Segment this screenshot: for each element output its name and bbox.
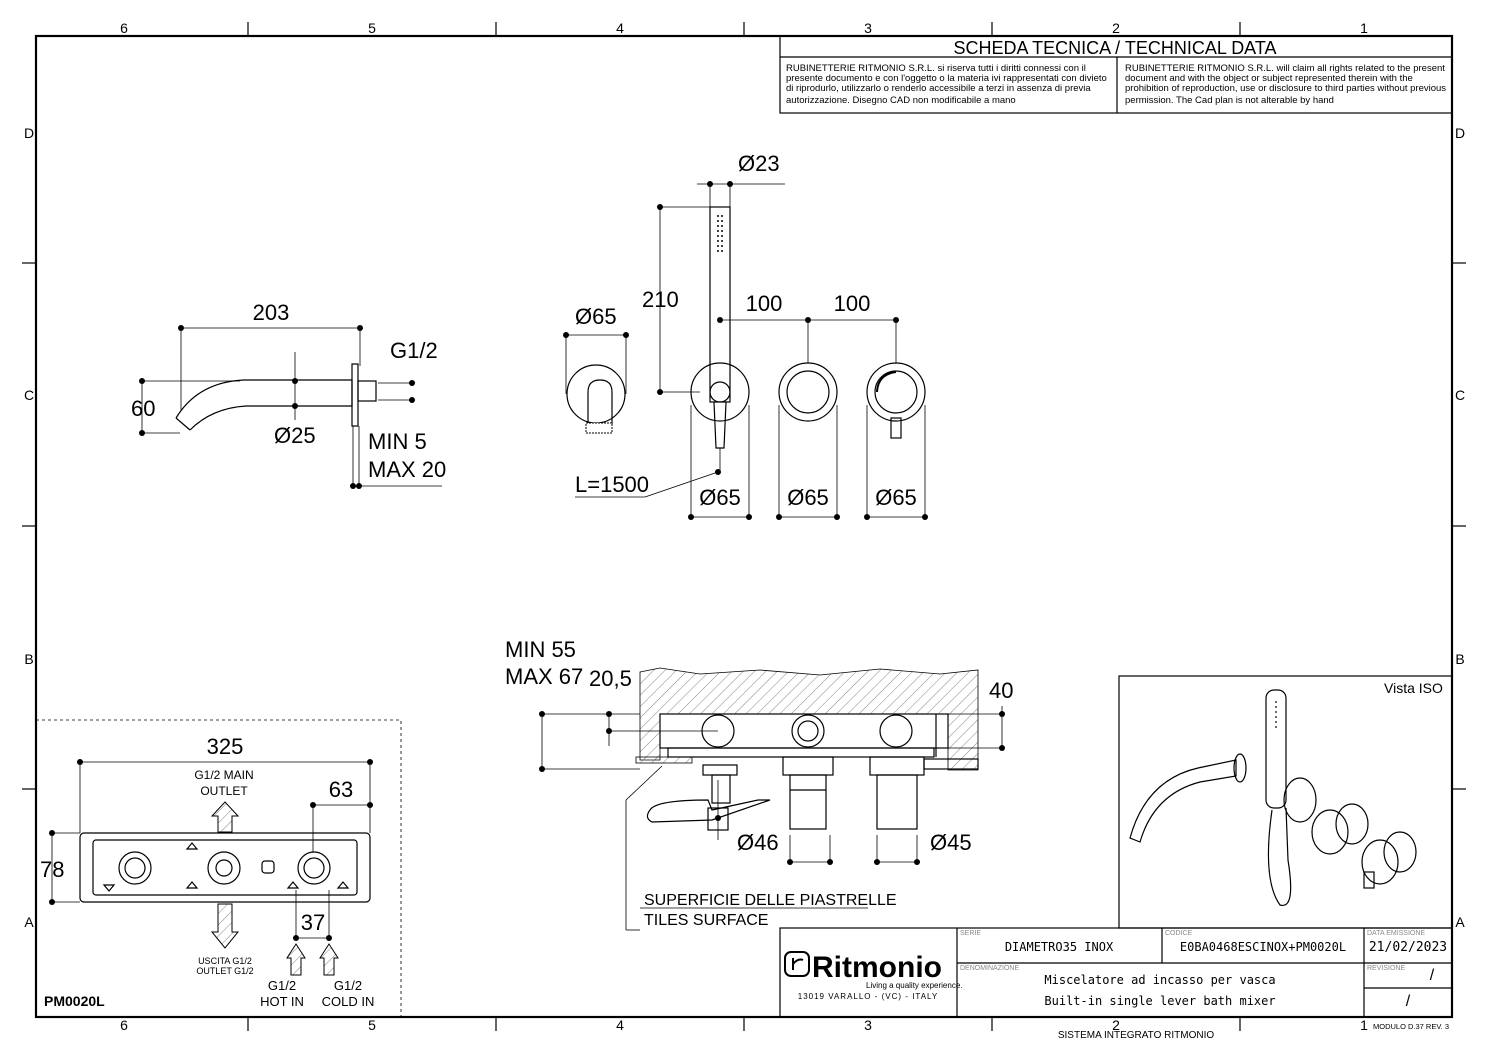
box-width-dim: 325 xyxy=(207,734,244,759)
row-label: D xyxy=(1455,125,1465,141)
wall-min-dim: MIN 55 xyxy=(505,637,576,662)
col-label: 2 xyxy=(1112,1017,1120,1033)
col-label: 5 xyxy=(368,20,376,36)
copyright-note-en: prohibition of reproduction, use or disc… xyxy=(1125,83,1446,94)
serie-label: SERIE xyxy=(960,930,981,937)
col-label: 6 xyxy=(120,20,128,36)
copyright-note-en: RUBINETTERIE RITMONIO S.R.L. will claim … xyxy=(1125,63,1445,74)
spout-max-dim: MAX 20 xyxy=(368,457,446,482)
ritmonio-logo-icon xyxy=(784,951,810,977)
depth-dim: 40 xyxy=(989,678,1013,703)
hot-inlet-label: G1/2 xyxy=(268,978,296,993)
copyright-note-en: document and with the object or subject … xyxy=(1125,73,1413,84)
brand-name: Ritmonio xyxy=(812,951,942,984)
spacing-dim-2: 100 xyxy=(834,291,871,316)
footer-note: SISTEMA INTEGRATO RITMONIO xyxy=(1058,1030,1215,1041)
data-emissione-value: 21/02/2023 xyxy=(1369,940,1447,955)
col-label: 2 xyxy=(1112,20,1120,36)
module-code: MODULO D.37 REV. 3 xyxy=(1373,1022,1449,1031)
plate-diameter-dim-2: Ø65 xyxy=(787,485,829,510)
codice-value: E0BA0468ESCINOX+PM0020L xyxy=(1180,940,1346,954)
hose-length-dim: L=1500 xyxy=(575,472,649,497)
spout-height-dim: 60 xyxy=(131,396,155,421)
revisione-value-2: / xyxy=(1406,993,1411,1010)
copyright-note-it: presente documento e con l'oggetto o la … xyxy=(786,73,1107,84)
spout-min-dim: MIN 5 xyxy=(368,429,427,454)
col-label: 3 xyxy=(864,20,872,36)
mixer-body-diameter-dim: Ø46 xyxy=(737,830,779,855)
copyright-note-it: RUBINETTERIE RITMONIO S.R.L. si riserva … xyxy=(786,63,1086,74)
plate-diameter-dim-3: Ø65 xyxy=(875,485,917,510)
spout-length-dim: 203 xyxy=(253,300,290,325)
box-height-dim: 78 xyxy=(40,857,64,882)
row-label: B xyxy=(1455,651,1464,667)
box-code: PM0020L xyxy=(44,993,105,1009)
title-info-block: Ritmonio Living a quality experience. 13… xyxy=(779,927,1453,1018)
brand-tagline: Living a quality experience. xyxy=(866,981,963,990)
offset-dim: 20,5 xyxy=(589,666,632,691)
row-label: A xyxy=(1455,914,1465,930)
col-label: 4 xyxy=(616,1017,624,1033)
cold-inlet-label: COLD IN xyxy=(322,994,375,1009)
holder-diameter-dim: Ø65 xyxy=(575,304,617,329)
row-label: C xyxy=(1455,387,1465,403)
denominazione-en: Built-in single lever bath mixer xyxy=(1044,994,1275,1008)
revisione-label: REVISIONE xyxy=(1367,965,1405,972)
uscita-label: USCITA G1/2 xyxy=(198,956,252,966)
hot-inlet-label: HOT IN xyxy=(260,994,304,1009)
technical-data-title: SCHEDA TECNICA / TECHNICAL DATA xyxy=(953,38,1276,58)
copyright-note-it: di riprodurlo, utilizzarlo o renderlo ac… xyxy=(786,83,1091,94)
spout-diameter-dim: Ø25 xyxy=(274,423,316,448)
hand-shower-diameter-dim: Ø23 xyxy=(738,151,780,176)
uscita-label: OUTLET G1/2 xyxy=(196,966,253,976)
iso-view: Vista ISO xyxy=(1118,675,1453,929)
inlet-spacing-dim: 37 xyxy=(301,910,325,935)
technical-data-header: SCHEDA TECNICA / TECHNICAL DATA RUBINETT… xyxy=(779,35,1453,114)
col-label: 3 xyxy=(864,1017,872,1033)
ritmonio-logo-mark xyxy=(792,958,804,970)
data-emissione-label: DATA EMISSIONE xyxy=(1367,930,1425,937)
main-outlet-label: G1/2 MAIN xyxy=(194,768,253,782)
hand-shower-height-dim: 210 xyxy=(642,287,679,312)
revisione-value: / xyxy=(1430,967,1435,984)
row-label: D xyxy=(24,125,34,141)
sheet-frame: 6 5 4 3 2 1 6 5 4 3 2 1 D C B A D C B A … xyxy=(22,20,1466,1041)
col-label: 1 xyxy=(1360,1017,1368,1033)
spout-thread-dim: G1/2 xyxy=(390,338,438,363)
denominazione-label: DENOMINAZIONE xyxy=(960,965,1019,972)
plate-diameter-dim-1: Ø65 xyxy=(699,485,741,510)
tiles-surface-label-it: SUPERFICIE DELLE PIASTRELLE xyxy=(644,892,897,909)
col-label: 5 xyxy=(368,1017,376,1033)
col-label: 4 xyxy=(616,20,624,36)
diverter-body-diameter-dim: Ø45 xyxy=(930,830,972,855)
cold-inlet-label: G1/2 xyxy=(334,978,362,993)
iso-view-label: Vista ISO xyxy=(1384,680,1443,696)
spacing-dim-1: 100 xyxy=(746,291,783,316)
row-label: A xyxy=(24,914,34,930)
denominazione-it: Miscelatore ad incasso per vasca xyxy=(1044,973,1275,987)
main-outlet-label: OUTLET xyxy=(200,784,248,798)
col-label: 6 xyxy=(120,1017,128,1033)
row-label: C xyxy=(24,387,34,403)
brand-address: 13019 VARALLO - (VC) - ITALY xyxy=(798,992,938,1001)
front-view: Ø65 xyxy=(563,151,928,520)
section-view: MIN 55 MAX 67 20,5 40 Ø46 Ø45 SUPERFICIE… xyxy=(505,637,1013,931)
box-offset-dim: 63 xyxy=(329,777,353,802)
copyright-note-en: permission. The Cad plan is not alterabl… xyxy=(1125,95,1334,106)
codice-label: CODICE xyxy=(1165,930,1193,937)
built-in-box-view: 325 78 63 37 G1/2 MAIN OUTLET USCITA G1/… xyxy=(36,719,402,1017)
row-label: B xyxy=(24,651,33,667)
serie-value: DIAMETRO35 INOX xyxy=(1005,940,1114,954)
wall-max-dim: MAX 67 xyxy=(505,664,583,689)
col-label: 1 xyxy=(1360,20,1368,36)
spout-side-view: 203 60 Ø25 G1/2 MIN 5 MAX 20 xyxy=(131,300,446,489)
copyright-note-it: autorizzazione. Disegno CAD non modifica… xyxy=(786,95,1016,106)
tiles-surface-label-en: TILES SURFACE xyxy=(644,912,768,929)
